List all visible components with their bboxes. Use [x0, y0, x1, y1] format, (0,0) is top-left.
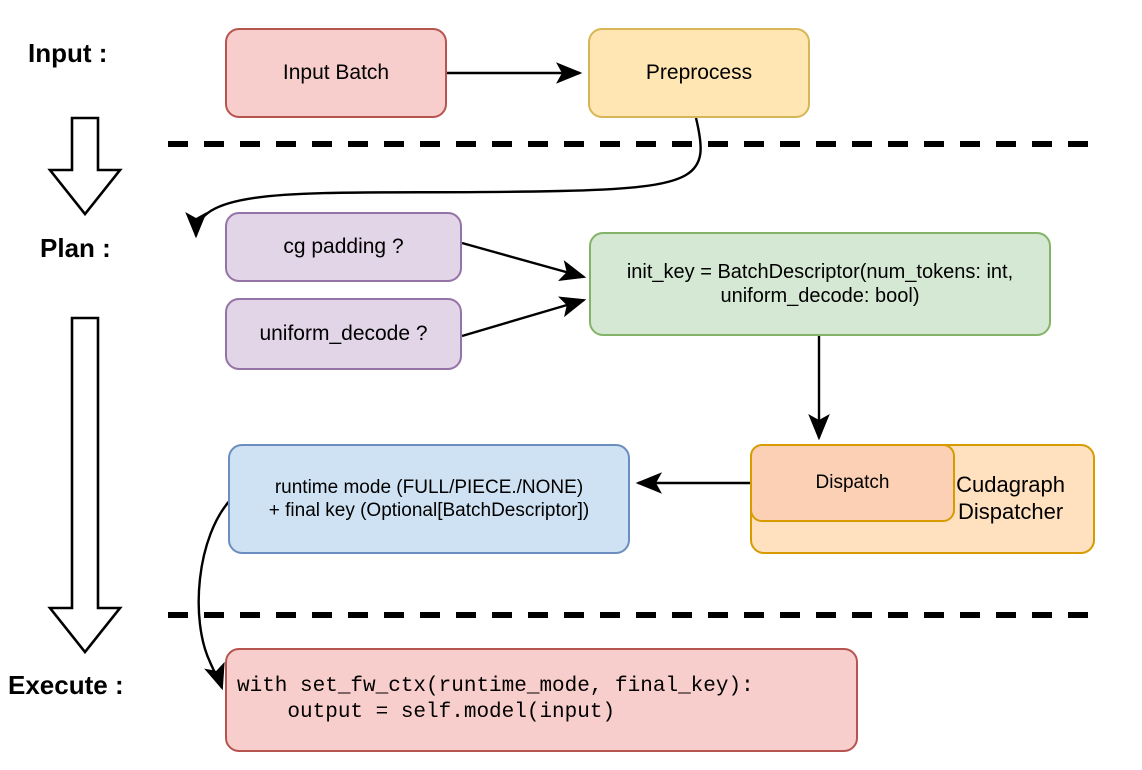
node-label-runtime-mode-final-key: runtime mode (FULL/PIECE./NONE) + final … — [268, 476, 590, 521]
node-preprocess: Preprocess — [588, 28, 810, 118]
node-input-batch: Input Batch — [225, 28, 447, 118]
stage-block-arrows — [47, 116, 123, 655]
node-label-cg-padding: cg padding ? — [283, 235, 404, 259]
stage-label-text: Plan : — [40, 233, 111, 263]
node-label-uniform-decode: uniform_decode ? — [259, 322, 428, 346]
node-label-init-key-batchdescriptor: init_key = BatchDescriptor(num_tokens: i… — [626, 260, 1014, 307]
stage-label-text: Input : — [28, 38, 108, 68]
node-label-input-batch: Input Batch — [282, 61, 390, 85]
node-execute-code: with set_fw_ctx(runtime_mode, final_key)… — [225, 648, 858, 752]
node-cg-padding: cg padding ? — [225, 212, 462, 282]
node-label-cudagraph-dispatcher: Cudagraph Dispatcher — [956, 472, 1065, 524]
node-label-preprocess: Preprocess — [645, 61, 753, 85]
node-init-key-batchdescriptor: init_key = BatchDescriptor(num_tokens: i… — [589, 232, 1051, 336]
connector-cg-padding-to-init-key — [461, 241, 587, 281]
stage-label-text: Execute : — [8, 670, 124, 700]
node-label-dispatch: Dispatch — [815, 472, 890, 494]
stage-arrow-plan-to-execute — [47, 316, 123, 655]
stage-label-plan: Plan : — [40, 235, 111, 261]
stage-label-execute: Execute : — [8, 672, 124, 698]
stage-label-input: Input : — [28, 40, 107, 66]
node-uniform-decode: uniform_decode ? — [225, 298, 462, 370]
stage-arrow-input-to-plan — [47, 116, 123, 217]
node-dispatch: Dispatch — [750, 444, 955, 522]
connectors — [185, 62, 830, 691]
node-runtime-mode-final-key: runtime mode (FULL/PIECE./NONE) + final … — [228, 444, 630, 554]
connector-uniform-decode-to-init-key — [461, 296, 587, 338]
node-label-execute-code: with set_fw_ctx(runtime_mode, final_key)… — [237, 675, 754, 724]
